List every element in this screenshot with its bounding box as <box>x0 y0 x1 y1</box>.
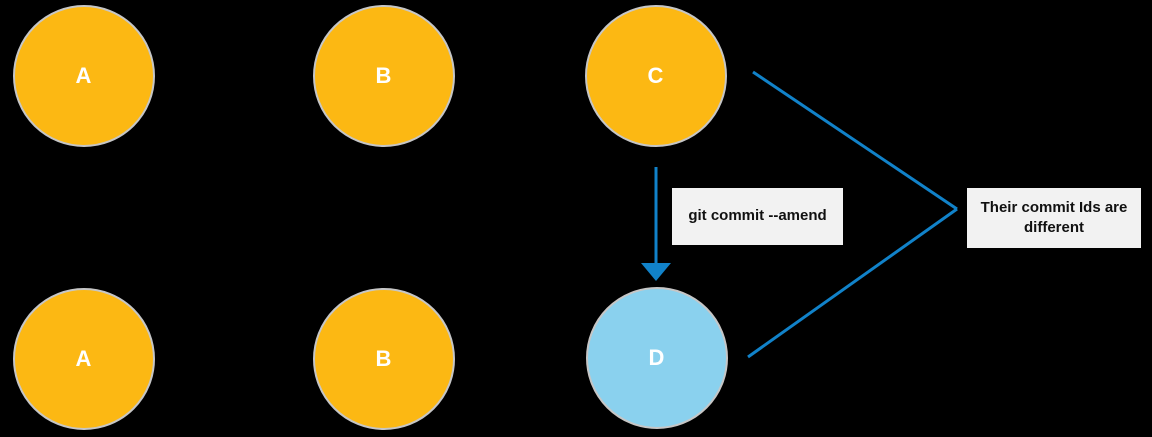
commit-node-b-before: B <box>313 5 455 147</box>
commit-node-label: C <box>647 63 665 88</box>
commit-node-a-before: A <box>13 5 155 147</box>
commit-node-d-after: D <box>586 287 728 429</box>
commit-node-label: A <box>75 63 93 88</box>
amend-command-label: git commit --amend <box>672 188 843 245</box>
commit-node-c-before: C <box>585 5 727 147</box>
commit-node-b-after: B <box>313 288 455 430</box>
commit-node-label: A <box>75 346 93 371</box>
commit-node-label: B <box>375 346 393 371</box>
commit-node-a-after: A <box>13 288 155 430</box>
commit-node-label: D <box>648 345 666 370</box>
commit-ids-note-label: Their commit Ids are different <box>967 188 1141 248</box>
commit-node-label: B <box>375 63 393 88</box>
